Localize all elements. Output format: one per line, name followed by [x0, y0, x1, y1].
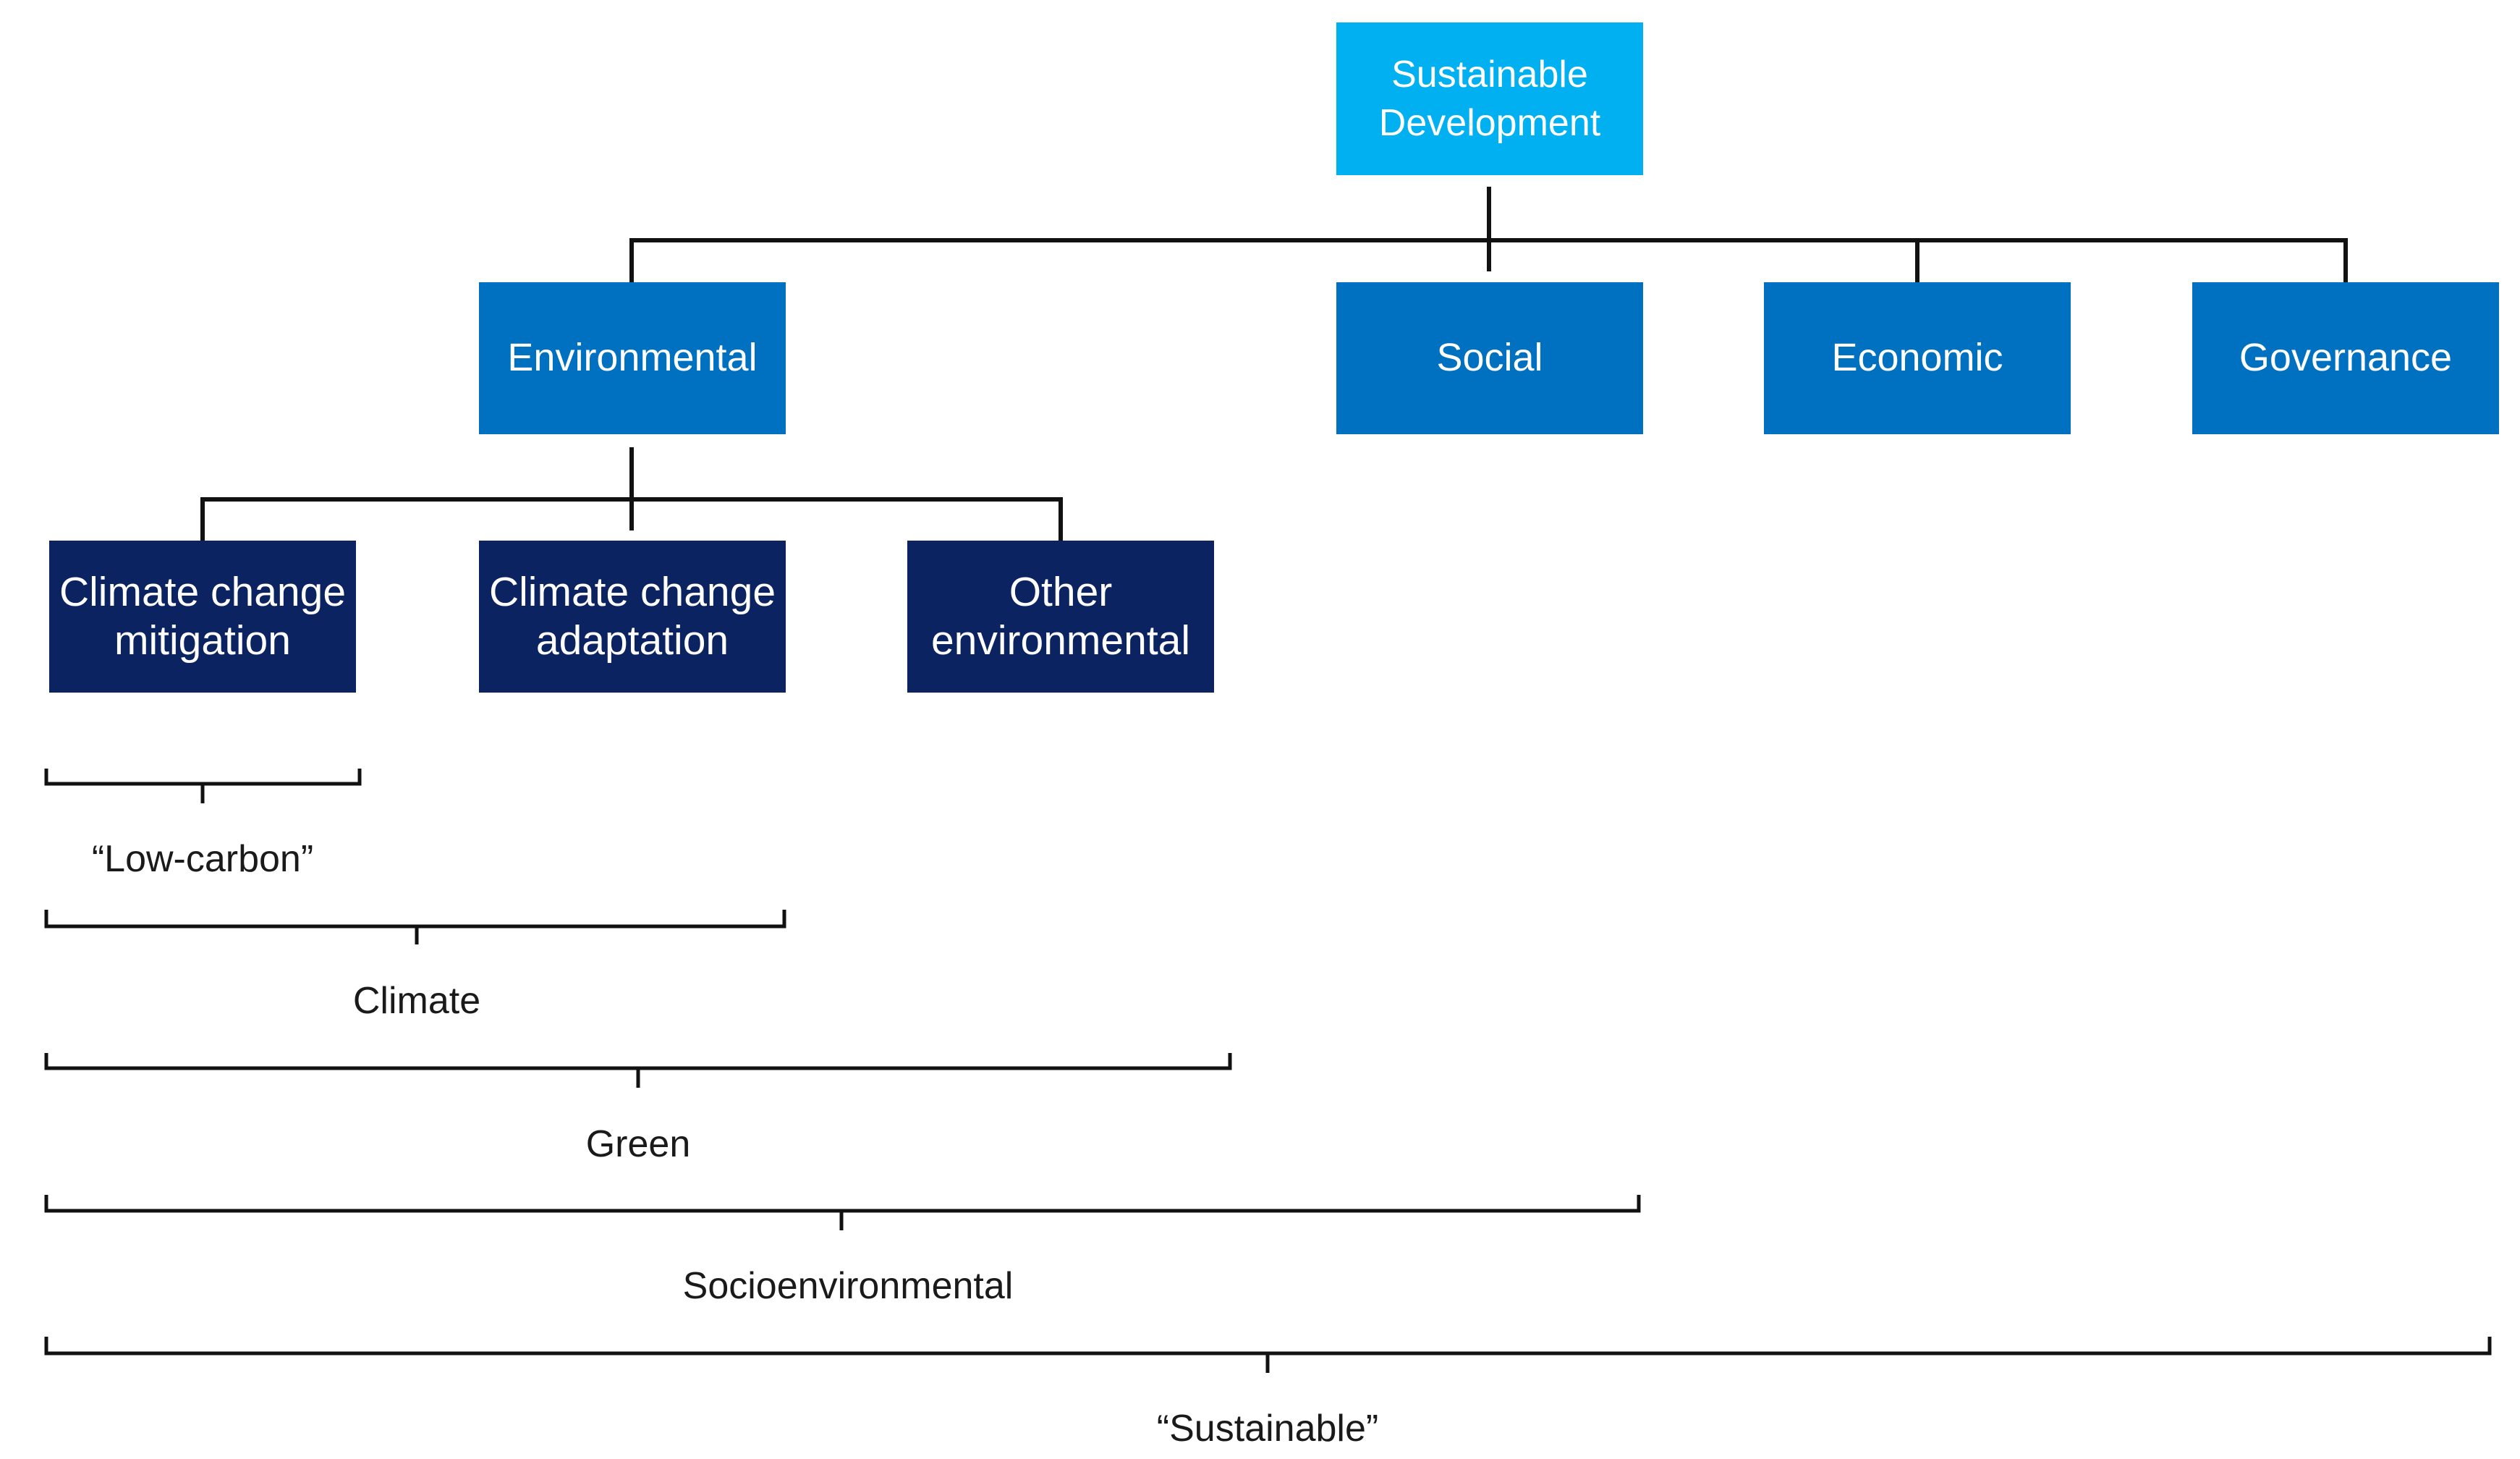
root-node-sustainable-development: Sustainable Development — [1336, 22, 1643, 175]
pillar-label: Social — [1436, 336, 1543, 380]
pillar-label: Environmental — [507, 336, 758, 380]
sub-category-label: Climate change mitigation — [59, 568, 347, 664]
sub-category-label: Other environmental — [930, 568, 1191, 664]
scope-label-green: Green — [585, 1123, 691, 1165]
bracket-low-carbon — [44, 769, 362, 803]
pillar-environmental: Environmental — [479, 282, 786, 434]
scope-label-socioenvironmental: Socioenvironmental — [682, 1265, 1014, 1307]
pillar-label: Governance — [2239, 336, 2453, 380]
scope-label-low-carbon: “Low-carbon” — [91, 838, 314, 880]
sub-climate-change-adaptation: Climate change adaptation — [479, 541, 786, 693]
sub-other-environmental: Other environmental — [907, 541, 1214, 693]
sub-category-label: Climate change adaptation — [488, 568, 776, 664]
bracket-climate — [44, 910, 786, 944]
pillar-governance: Governance — [2192, 282, 2499, 434]
scope-label-climate: Climate — [352, 980, 481, 1022]
bracket-sustainable — [44, 1337, 2492, 1373]
pillar-social: Social — [1336, 282, 1643, 434]
pillar-economic: Economic — [1764, 282, 2071, 434]
pillar-label: Economic — [1831, 336, 2003, 380]
sub-climate-change-mitigation: Climate change mitigation — [49, 541, 356, 693]
scope-label-sustainable: “Sustainable” — [1156, 1408, 1379, 1450]
root-node-label: Sustainable Development — [1378, 53, 1601, 144]
bracket-socioenvironmental — [44, 1195, 1641, 1230]
bracket-green — [44, 1053, 1232, 1088]
